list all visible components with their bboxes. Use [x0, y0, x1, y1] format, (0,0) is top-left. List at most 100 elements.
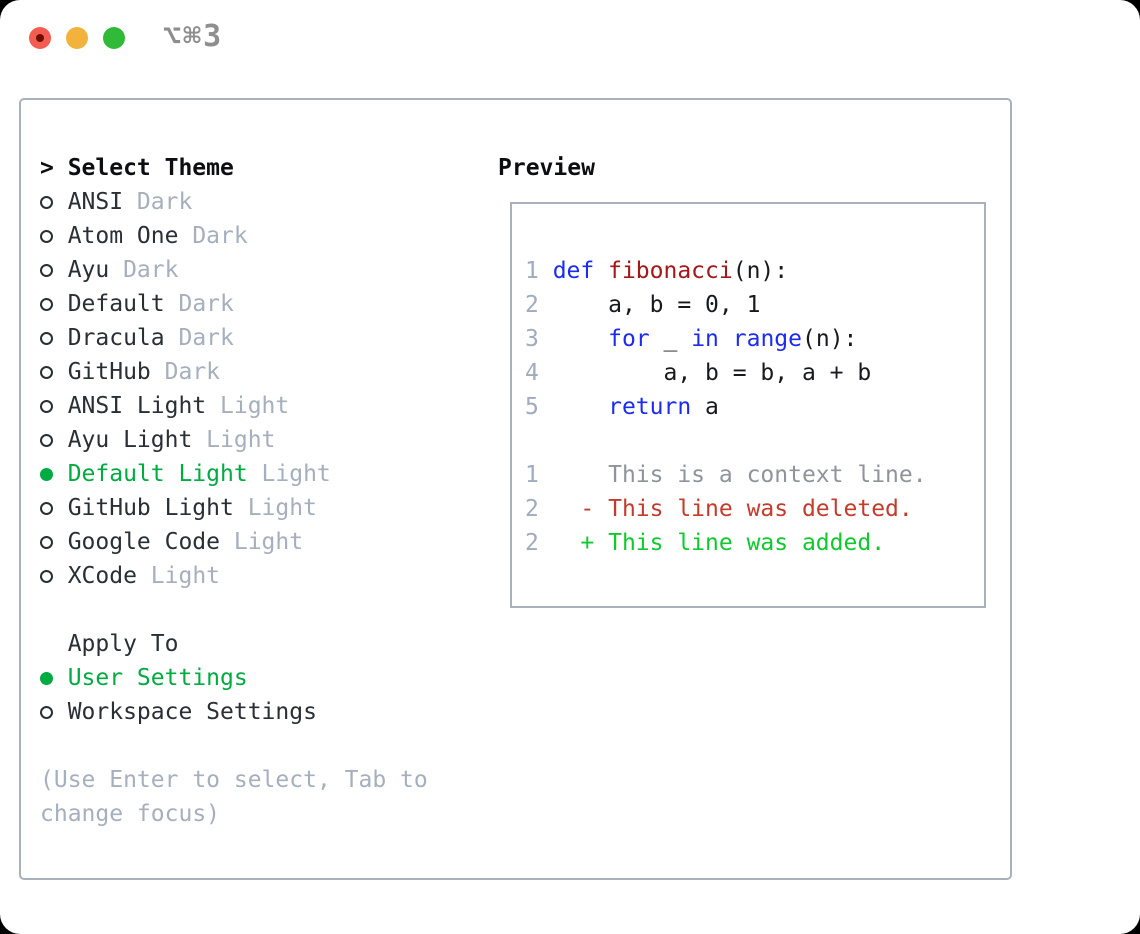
spacer	[40, 593, 428, 627]
code-segment-plain	[539, 530, 581, 556]
zoom-button[interactable]	[103, 27, 125, 49]
spacer	[40, 729, 428, 763]
option-label: Default	[67, 291, 165, 317]
radio-marker	[40, 253, 68, 287]
radio-icon	[40, 195, 53, 209]
theme-option[interactable]: Default Light Light	[40, 457, 428, 491]
option-label: Dracula	[67, 325, 165, 351]
code-segment-added: + This line was added.	[580, 530, 886, 556]
code-segment-plain: a	[691, 394, 719, 420]
radio-marker	[40, 457, 68, 491]
radio-marker	[40, 695, 68, 729]
code-segment-plain	[539, 496, 581, 522]
radio-icon	[40, 297, 53, 311]
radio-marker	[40, 559, 68, 593]
select-theme-title: Select Theme	[67, 155, 234, 181]
theme-option[interactable]: Dracula Dark	[40, 321, 428, 355]
keyboard-shortcut-label: ⌥⌘3	[163, 19, 224, 54]
radio-marker	[40, 389, 68, 423]
radio-selected-icon	[40, 467, 53, 481]
cursor-marker: >	[40, 155, 54, 181]
code-segment-plain: _	[649, 326, 692, 352]
theme-option[interactable]: Ayu Dark	[40, 253, 428, 287]
radio-marker	[40, 287, 68, 321]
option-label: User Settings	[67, 665, 248, 691]
minimize-button[interactable]	[66, 27, 88, 49]
variant-label: Dark	[178, 291, 234, 317]
code-segment-num: 4	[525, 360, 553, 386]
option-label: Ayu	[67, 257, 110, 283]
theme-option[interactable]: Google Code Light	[40, 525, 428, 559]
apply-to-header: Apply To	[40, 627, 428, 661]
code-segment-keyword: range	[732, 326, 802, 352]
option-label: Atom One	[67, 223, 179, 249]
empty-marker	[40, 627, 68, 661]
radio-icon	[40, 399, 53, 413]
option-label: Ayu Light	[67, 427, 193, 453]
code-segment-plain	[719, 326, 733, 352]
code-segment-keyword: return	[608, 394, 692, 420]
close-button[interactable]	[29, 27, 51, 49]
option-label: Google Code	[67, 529, 221, 555]
variant-label: Dark	[136, 189, 193, 215]
option-label: Default Light	[67, 461, 248, 487]
apply-to-title: Apply To	[67, 631, 179, 657]
code-segment-keyword: in	[691, 326, 719, 352]
code-line: 1 def fibonacci(n):	[525, 254, 984, 288]
code-segment-plain: (n):	[732, 258, 789, 284]
radio-marker	[40, 321, 68, 355]
code-segment-num: 3	[525, 326, 553, 352]
radio-icon	[40, 365, 53, 379]
apply-to-option[interactable]: Workspace Settings	[40, 695, 428, 729]
theme-option[interactable]: Atom One Dark	[40, 219, 428, 253]
help-text-line-1: (Use Enter to select, Tab to	[40, 767, 428, 793]
variant-label: Dark	[178, 325, 234, 351]
option-label: XCode	[67, 563, 137, 589]
preview-title: Preview	[498, 155, 595, 181]
code-segment-deleted: - This line was deleted.	[580, 496, 913, 522]
theme-option[interactable]: GitHub Light Light	[40, 491, 428, 525]
code-segment-plain: a, b = 0, 1	[552, 292, 761, 318]
code-line: 2 + This line was added.	[525, 526, 984, 560]
option-label: ANSI	[67, 189, 124, 215]
variant-label: Light	[261, 461, 331, 487]
code-segment-num: 2	[525, 292, 553, 318]
radio-marker	[40, 423, 68, 457]
option-label: GitHub Light	[67, 495, 234, 521]
code-segment-plain	[553, 326, 608, 352]
radio-icon	[40, 569, 53, 583]
variant-label: Dark	[123, 257, 179, 283]
radio-icon	[40, 263, 53, 277]
radio-marker	[40, 661, 68, 695]
code-segment-num: 1	[525, 258, 553, 284]
radio-selected-icon	[40, 671, 53, 685]
variant-label: Dark	[192, 223, 248, 249]
radio-icon	[40, 535, 53, 549]
theme-option[interactable]: ANSI Light Light	[40, 389, 428, 423]
code-segment-num: 5	[525, 394, 553, 420]
code-segment-plain: a, b = b, a + b	[552, 360, 872, 386]
code-segment-num: 1	[525, 462, 539, 488]
radio-icon	[40, 705, 53, 719]
code-line: 5 return a	[525, 390, 984, 424]
variant-label: Light	[247, 495, 317, 521]
radio-marker	[40, 185, 68, 219]
theme-option[interactable]: ANSI Dark	[40, 185, 428, 219]
variant-label: Light	[233, 529, 304, 555]
code-segment-plain: (n):	[802, 326, 858, 352]
radio-icon	[40, 433, 53, 447]
code-line: 2 - This line was deleted.	[525, 492, 984, 526]
radio-marker	[40, 219, 68, 253]
apply-to-option[interactable]: User Settings	[40, 661, 428, 695]
variant-label: Light	[220, 393, 290, 419]
option-label: ANSI Light	[67, 393, 207, 419]
theme-option[interactable]: Default Dark	[40, 287, 428, 321]
